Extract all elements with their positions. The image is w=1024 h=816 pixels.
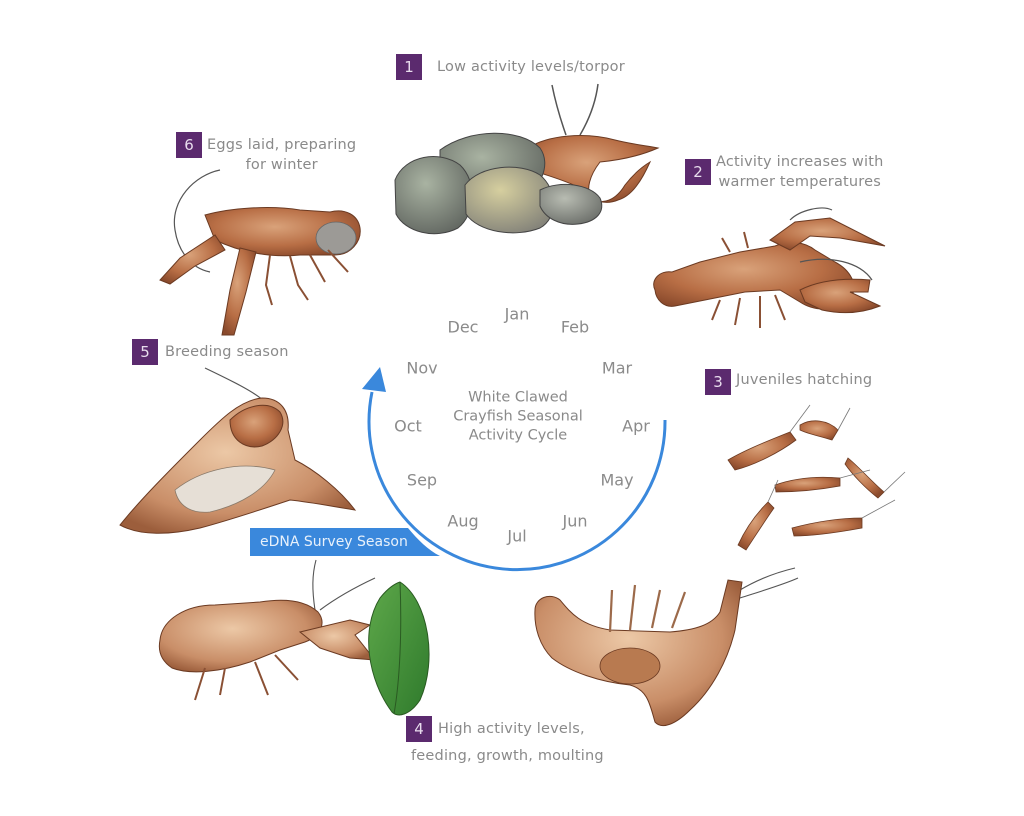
- caption-line: for winter: [245, 157, 318, 173]
- stage-4-badge: 4: [406, 716, 432, 742]
- month-nov: Nov: [406, 358, 438, 378]
- illustration-crayfish-mating: [119, 367, 357, 534]
- stage-6-badge: 6: [176, 132, 202, 158]
- illustration-crayfish-with-eggs: [159, 169, 361, 336]
- month-apr: Apr: [622, 416, 650, 436]
- illustration-crayfish-under-rocks: [394, 83, 660, 235]
- month-may: May: [600, 470, 634, 490]
- illustration-crayfish-moulting: [534, 567, 799, 726]
- caption-line: Juveniles hatching: [736, 372, 873, 388]
- stage-2-caption: Activity increases with warmer temperatu…: [716, 152, 883, 192]
- caption-line: warmer temperatures: [718, 174, 882, 190]
- month-feb: Feb: [560, 317, 590, 337]
- caption-line: Activity increases with: [716, 154, 884, 170]
- caption-line: Low activity levels/torpor: [437, 59, 625, 75]
- edna-survey-season-label: eDNA Survey Season: [260, 534, 408, 550]
- stage-1-caption: Low activity levels/torpor: [437, 57, 625, 77]
- stage-4-caption-line-2: feeding, growth, moulting: [411, 748, 604, 764]
- month-mar: Mar: [601, 358, 633, 378]
- caption-line: Eggs laid, preparing: [207, 137, 357, 153]
- month-jul: Jul: [507, 526, 527, 546]
- stage-5-caption: Breeding season: [165, 342, 289, 362]
- cycle-title-line: White Clawed: [468, 389, 568, 406]
- cycle-title-line: Activity Cycle: [468, 427, 568, 444]
- month-aug: Aug: [447, 511, 479, 531]
- cycle-title: White Clawed Crayfish Seasonal Activity …: [453, 389, 583, 446]
- stage-4-caption-line-1: High activity levels,: [438, 721, 585, 737]
- month-oct: Oct: [394, 416, 422, 436]
- stage-6-caption: Eggs laid, preparing for winter: [207, 135, 356, 175]
- stage-1-badge: 1: [396, 54, 422, 80]
- stage-2-badge: 2: [685, 159, 711, 185]
- arrowhead-icon: [362, 367, 386, 392]
- survey-band-shape: [250, 528, 440, 556]
- illustration-crayfish-with-leaf: [158, 559, 430, 716]
- stage-5-badge: 5: [132, 339, 158, 365]
- month-jan: Jan: [504, 304, 530, 324]
- month-dec: Dec: [447, 317, 479, 337]
- caption-line: Breeding season: [165, 344, 289, 360]
- month-jun: Jun: [562, 511, 588, 531]
- stage-3-badge: 3: [705, 369, 731, 395]
- stage-3-caption: Juveniles hatching: [736, 370, 872, 390]
- illustration-juvenile-crayfish-group: [727, 404, 906, 551]
- illustration-crayfish-walking: [653, 207, 886, 328]
- cycle-arrow: [362, 367, 667, 572]
- month-sep: Sep: [406, 470, 438, 490]
- cycle-title-line: Crayfish Seasonal: [453, 408, 583, 425]
